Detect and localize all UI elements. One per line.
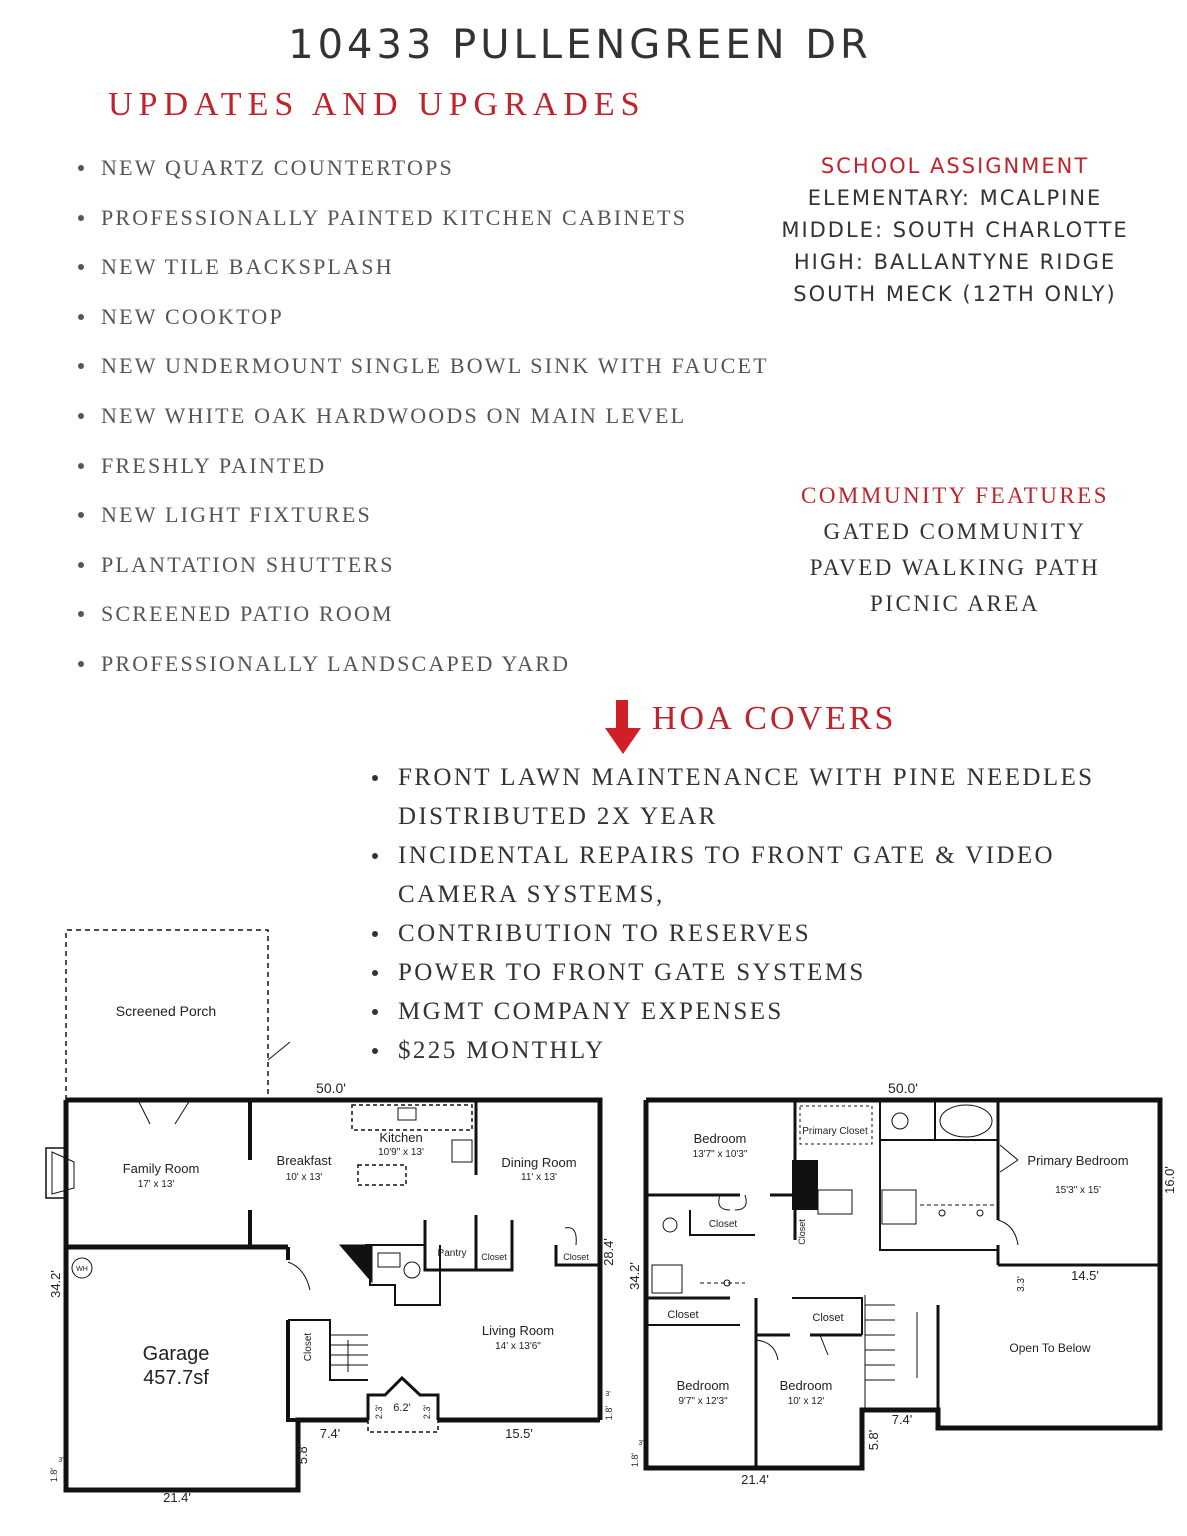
bedroom-label: Bedroom xyxy=(780,1378,833,1393)
dim-label: 3' xyxy=(638,1440,643,1447)
main-width-dim: 50.0' xyxy=(316,1080,346,1096)
dim-label: 3.3' xyxy=(1016,1276,1027,1292)
community-line: PICNIC AREA xyxy=(870,591,1040,616)
dim-label: 3' xyxy=(605,1391,610,1398)
primary-closet-label: Primary Closet xyxy=(802,1126,868,1137)
dim-label: 21.4' xyxy=(741,1472,769,1487)
living-room-dims: 14' x 13'6" xyxy=(495,1341,541,1352)
pantry-label: Pantry xyxy=(438,1248,467,1259)
upper-width-dim: 50.0' xyxy=(888,1080,918,1096)
dim-label: 6.2' xyxy=(393,1402,410,1414)
living-room-label: Living Room xyxy=(482,1323,554,1338)
dim-label: 7.4' xyxy=(320,1426,341,1441)
closet-label: Closet xyxy=(709,1219,738,1230)
dim-label: 34.2' xyxy=(627,1262,642,1290)
list-item: POWER TO FRONT GATE SYSTEMS xyxy=(372,953,1162,992)
dim-label: 5.8' xyxy=(295,1444,310,1465)
school-assignment: SCHOOL ASSIGNMENT ELEMENTARY: MCALPINE M… xyxy=(765,150,1145,310)
bedroom-dims: 10' x 12' xyxy=(788,1396,825,1407)
kitchen-dims: 10'9" x 13' xyxy=(378,1147,424,1158)
updates-heading: UPDATES AND UPGRADES xyxy=(108,86,646,123)
bedroom-label: Bedroom xyxy=(677,1378,730,1393)
list-item: NEW WHITE OAK HARDWOODS ON MAIN LEVEL xyxy=(78,398,769,448)
list-item: PLANTATION SHUTTERS xyxy=(78,547,769,597)
school-line: MIDDLE: SOUTH CHARLOTTE xyxy=(781,218,1129,242)
list-item: $225 MONTHLY xyxy=(372,1031,1162,1070)
garage-area: 457.7sf xyxy=(143,1367,209,1389)
school-line: HIGH: BALLANTYNE RIDGE xyxy=(793,250,1117,274)
list-item: NEW QUARTZ COUNTERTOPS xyxy=(78,150,769,200)
list-item: MGMT COMPANY EXPENSES xyxy=(372,992,1162,1031)
water-heater-label: WH xyxy=(76,1266,88,1273)
dim-label: 1.8' xyxy=(604,1406,614,1421)
closet-label: Closet xyxy=(563,1252,589,1262)
closet-label: Closet xyxy=(812,1312,843,1324)
bedroom-dims: 9'7" x 12'3" xyxy=(678,1396,728,1407)
list-item: CONTRIBUTION TO RESERVES xyxy=(372,914,1162,953)
list-item: NEW UNDERMOUNT SINGLE BOWL SINK WITH FAU… xyxy=(78,348,769,398)
list-item: NEW COOKTOP xyxy=(78,299,769,349)
family-room-dims: 17' x 13' xyxy=(138,1179,175,1190)
dim-label: 7.4' xyxy=(892,1412,913,1427)
property-address: 10433 PULLENGREEN DR xyxy=(288,22,872,68)
breakfast-label: Breakfast xyxy=(277,1153,332,1168)
list-item: FRESHLY PAINTED xyxy=(78,448,769,498)
hoa-list: FRONT LAWN MAINTENANCE WITH PINE NEEDLES… xyxy=(372,758,1162,1070)
closet-label: Closet xyxy=(797,1219,807,1245)
dim-label: 16.0' xyxy=(1162,1166,1177,1194)
school-line: SOUTH MECK (12TH ONLY) xyxy=(793,282,1117,306)
dim-label: 1.8' xyxy=(630,1453,640,1468)
primary-bedroom-dims: 15'3" x 15' xyxy=(1055,1185,1101,1196)
dim-label: 21.4' xyxy=(163,1490,191,1505)
community-line: PAVED WALKING PATH xyxy=(809,555,1101,580)
dim-label: 1.8' xyxy=(49,1468,59,1483)
updates-list: NEW QUARTZ COUNTERTOPS PROFESSIONALLY PA… xyxy=(78,150,769,696)
dim-label: 3' xyxy=(58,1457,63,1464)
dim-label: 2.3' xyxy=(374,1405,384,1420)
community-heading: COMMUNITY FEATURES xyxy=(800,483,1110,508)
list-item: PROFESSIONALLY LANDSCAPED YARD xyxy=(78,646,769,696)
open-to-below-label: Open To Below xyxy=(1009,1341,1090,1355)
list-item: INCIDENTAL REPAIRS TO FRONT GATE & VIDEO… xyxy=(372,836,1162,914)
bedroom-dims: 13'7" x 10'3" xyxy=(693,1149,748,1160)
school-heading: SCHOOL ASSIGNMENT xyxy=(820,154,1090,178)
main-floor-plan xyxy=(45,929,603,1493)
primary-bedroom-label: Primary Bedroom xyxy=(1027,1153,1128,1168)
dining-room-label: Dining Room xyxy=(501,1155,576,1170)
closet-label: Closet xyxy=(481,1252,507,1262)
closet-label: Closet xyxy=(667,1309,698,1321)
dim-label: 28.4' xyxy=(601,1238,616,1266)
list-item: PROFESSIONALLY PAINTED KITCHEN CABINETS xyxy=(78,200,769,250)
dining-room-dims: 11' x 13' xyxy=(521,1172,557,1183)
kitchen-label: Kitchen xyxy=(379,1130,422,1145)
school-line: ELEMENTARY: MCALPINE xyxy=(807,186,1103,210)
arrow-down-icon xyxy=(605,700,641,754)
hoa-heading: HOA COVERS xyxy=(652,700,897,737)
bedroom-label: Bedroom xyxy=(694,1131,747,1146)
list-item: NEW TILE BACKSPLASH xyxy=(78,249,769,299)
dim-label: 14.5' xyxy=(1071,1268,1099,1283)
breakfast-dims: 10' x 13' xyxy=(286,1172,323,1183)
garage-label: Garage xyxy=(143,1343,210,1365)
dim-label: 15.5' xyxy=(505,1426,533,1441)
closet-label: Closet xyxy=(303,1333,314,1362)
dim-label: 34.2' xyxy=(48,1270,63,1298)
list-item: NEW LIGHT FIXTURES xyxy=(78,497,769,547)
family-room-label: Family Room xyxy=(123,1161,200,1176)
screened-porch-label: Screened Porch xyxy=(116,1003,216,1019)
dim-label: 2.3' xyxy=(422,1405,432,1420)
community-line: GATED COMMUNITY xyxy=(823,519,1087,544)
dim-label: 5.8' xyxy=(866,1430,881,1451)
list-item: FRONT LAWN MAINTENANCE WITH PINE NEEDLES… xyxy=(372,758,1162,836)
community-features: COMMUNITY FEATURES GATED COMMUNITY PAVED… xyxy=(765,478,1145,622)
list-item: SCREENED PATIO ROOM xyxy=(78,596,769,646)
upper-floor-plan xyxy=(643,1097,1163,1471)
